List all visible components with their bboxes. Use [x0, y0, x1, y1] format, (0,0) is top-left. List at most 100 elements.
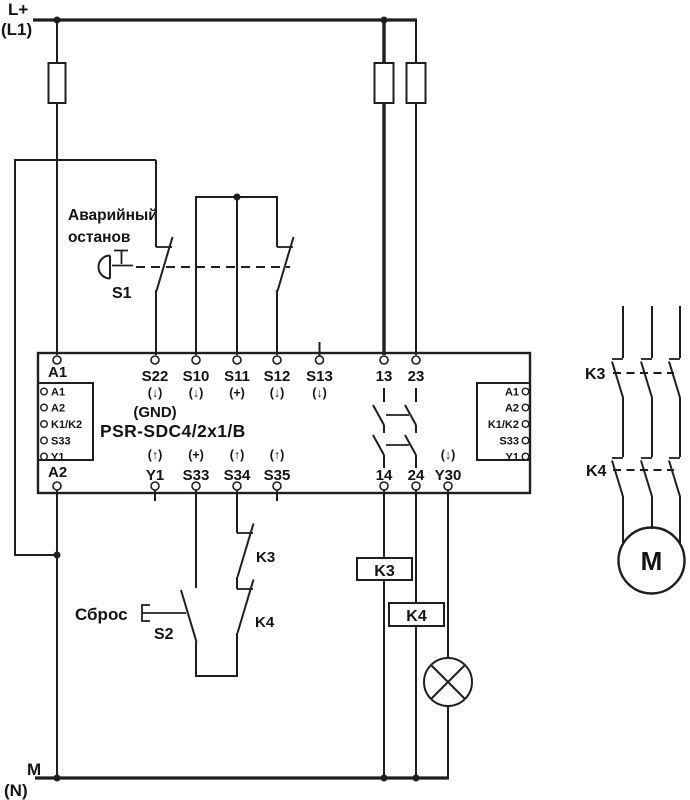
contact-blade [611, 361, 624, 398]
arrow-y1: (↑) [148, 448, 163, 462]
motor-power-circuit: K3 K4 M [585, 306, 686, 595]
mini-label: A2 [51, 403, 65, 415]
contact-blade [404, 434, 417, 456]
mini-label: A2 [505, 403, 519, 415]
mini-terminal [40, 420, 49, 429]
mini-label: Y1 [506, 452, 519, 464]
mini-terminal [40, 452, 49, 461]
mini-label: K1/K2 [51, 419, 82, 431]
mushroom-button-icon [97, 249, 133, 280]
label-s13: S13 [306, 368, 333, 385]
terminal-a1 [52, 355, 62, 365]
emergency-stop-id-label: S1 [112, 285, 132, 302]
safety-relay-module: A1 A2 S22 S10 S11 S12 S13 13 23 (↓) (↓) … [36, 351, 532, 495]
main-contact-k4-label: K4 [586, 463, 607, 480]
main-contact-k3-label: K3 [585, 366, 606, 383]
contact-blade [668, 361, 681, 398]
reset-circuit: Сброс S2 [75, 490, 198, 677]
emergency-stop-circuit: Аварийный останов S1 [68, 160, 295, 355]
label-13: 13 [376, 368, 393, 385]
label-y1: Y1 [146, 467, 164, 484]
terminal-23 [411, 355, 421, 365]
junction-dot [380, 774, 388, 782]
label-s10: S10 [183, 368, 210, 385]
terminal-13 [379, 355, 389, 365]
label-s33: S33 [183, 467, 210, 484]
mini-label: S33 [51, 436, 71, 448]
contact-blade [404, 404, 417, 426]
junction-dot [53, 774, 61, 782]
mini-label: A1 [505, 387, 519, 399]
contact-blade [155, 236, 174, 292]
contact-blade [668, 460, 681, 497]
label-23: 23 [408, 368, 425, 385]
label-y30: Y30 [435, 467, 462, 484]
supply-positive-sub-label: (L1) [1, 20, 32, 39]
supply-positive-label: L+ [8, 0, 28, 19]
reset-id-label: S2 [154, 626, 174, 643]
label-s22: S22 [142, 368, 169, 385]
arrow-s34: (↑) [230, 448, 245, 462]
feed-contact-23 [405, 20, 427, 355]
label-14: 14 [376, 467, 393, 484]
output-k4-coil: K4 [388, 490, 445, 779]
mini-label: K1/K2 [488, 419, 519, 431]
mini-terminal [521, 420, 530, 429]
label-s34: S34 [224, 467, 251, 484]
feed-a1 [47, 20, 67, 355]
mini-terminal [40, 436, 49, 445]
emergency-stop-caption-line2: останов [68, 229, 130, 246]
arrow-s22: (↓) [148, 386, 163, 400]
arrow-s13: (↓) [312, 386, 327, 400]
contact-blade [372, 434, 385, 456]
label-s11: S11 [224, 368, 250, 385]
fuse-icon [405, 62, 427, 104]
mini-label: S33 [499, 436, 519, 448]
fuse-icon [47, 62, 67, 104]
arrow-s33: (+) [188, 448, 204, 462]
mushroom-arc [97, 254, 111, 280]
terminal-block-outline [476, 382, 531, 461]
mini-terminal [521, 436, 530, 445]
contact-blade [236, 579, 255, 634]
contact-blade [180, 589, 198, 643]
contact-blade [372, 404, 385, 426]
mini-terminal [521, 387, 530, 396]
terminal-s22 [150, 355, 160, 365]
emergency-stop-caption-line1: Аварийный [68, 207, 158, 224]
label-gnd: (GND) [133, 404, 176, 421]
mini-terminal [521, 452, 530, 461]
feedback-loop: K3 K4 [195, 490, 275, 677]
lamp-cross [430, 664, 466, 700]
wire [14, 159, 156, 556]
coil-k4-label: K4 [406, 608, 427, 625]
output-k3-coil: K3 [356, 490, 413, 779]
arrow-s12: (↓) [270, 386, 285, 400]
internal-terminal-block-left: A1 A2 K1/K2 S33 Y1 [37, 382, 94, 464]
aux-contact-k4-label: K4 [255, 614, 275, 631]
relay-model-label: PSR-SDC4/2x1/B [100, 421, 246, 441]
contact-blade [640, 460, 653, 497]
positive-supply-rail: L+ (L1) [1, 0, 417, 39]
motor-label: M [641, 546, 663, 576]
mini-label: Y1 [51, 452, 64, 464]
arrow-s11: (+) [229, 386, 245, 400]
label-24: 24 [408, 467, 425, 484]
terminal-s13 [314, 355, 325, 365]
label-s35: S35 [264, 467, 291, 484]
contact-blade [236, 523, 255, 578]
mini-label: A1 [51, 387, 65, 399]
internal-terminal-block-right: A1 A2 K1/K2 S33 Y1 [476, 382, 531, 464]
feed-contact-13 [373, 20, 395, 355]
label-s12: S12 [264, 368, 291, 385]
coil-k3-label: K3 [374, 563, 395, 580]
contact-blade [611, 460, 624, 497]
relay-corner-a2: A2 [48, 464, 67, 481]
negative-supply-rail: M (N) [4, 760, 449, 800]
supply-negative-sub-label: (N) [4, 781, 28, 800]
arrow-s10: (↓) [189, 386, 204, 400]
terminal-a2 [52, 481, 62, 491]
terminal-s11 [232, 355, 242, 365]
internal-safety-contacts [372, 388, 417, 468]
